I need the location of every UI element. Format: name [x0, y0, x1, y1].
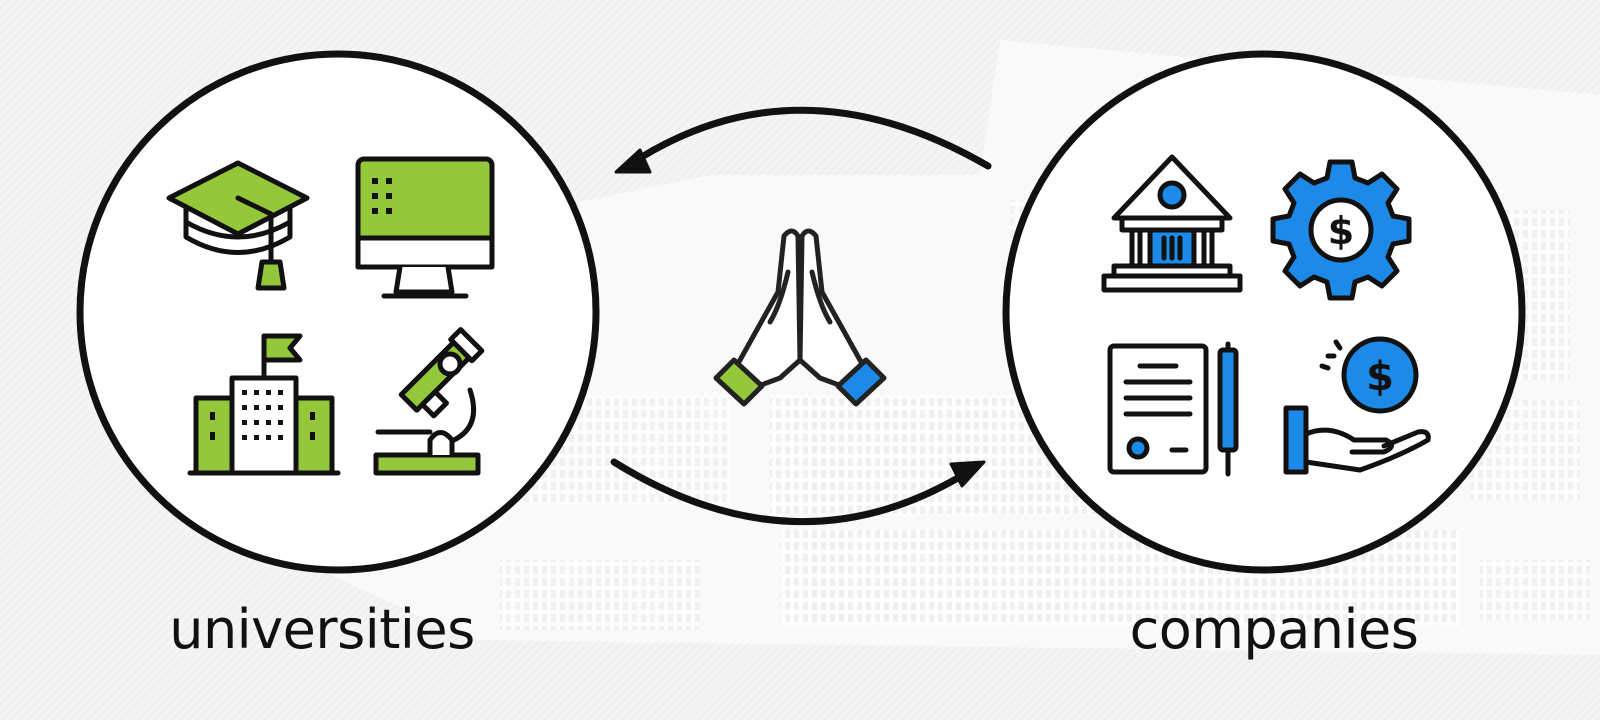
bank-icon: [1101, 154, 1243, 293]
companies-circle: [1002, 50, 1526, 574]
hand-coin-icon: $: [1283, 336, 1431, 475]
contract-pen-icon: [1107, 341, 1239, 477]
companies-label: companies: [1129, 598, 1419, 661]
universities-label: universities: [169, 598, 475, 661]
campus-building-icon: [187, 333, 341, 476]
microscope-icon: [373, 327, 485, 476]
praying-hands-icon: [713, 228, 887, 407]
money-gear-icon: $: [1270, 159, 1412, 301]
svg-text:$: $: [1366, 354, 1394, 400]
svg-text:$: $: [1328, 209, 1354, 253]
arrow-universities-to-companies: [610, 458, 986, 525]
arrow-companies-to-universities: [614, 106, 992, 174]
graduation-cap-icon: [166, 160, 310, 291]
desktop-monitor-icon: [355, 156, 495, 299]
universities-circle: [76, 50, 600, 574]
